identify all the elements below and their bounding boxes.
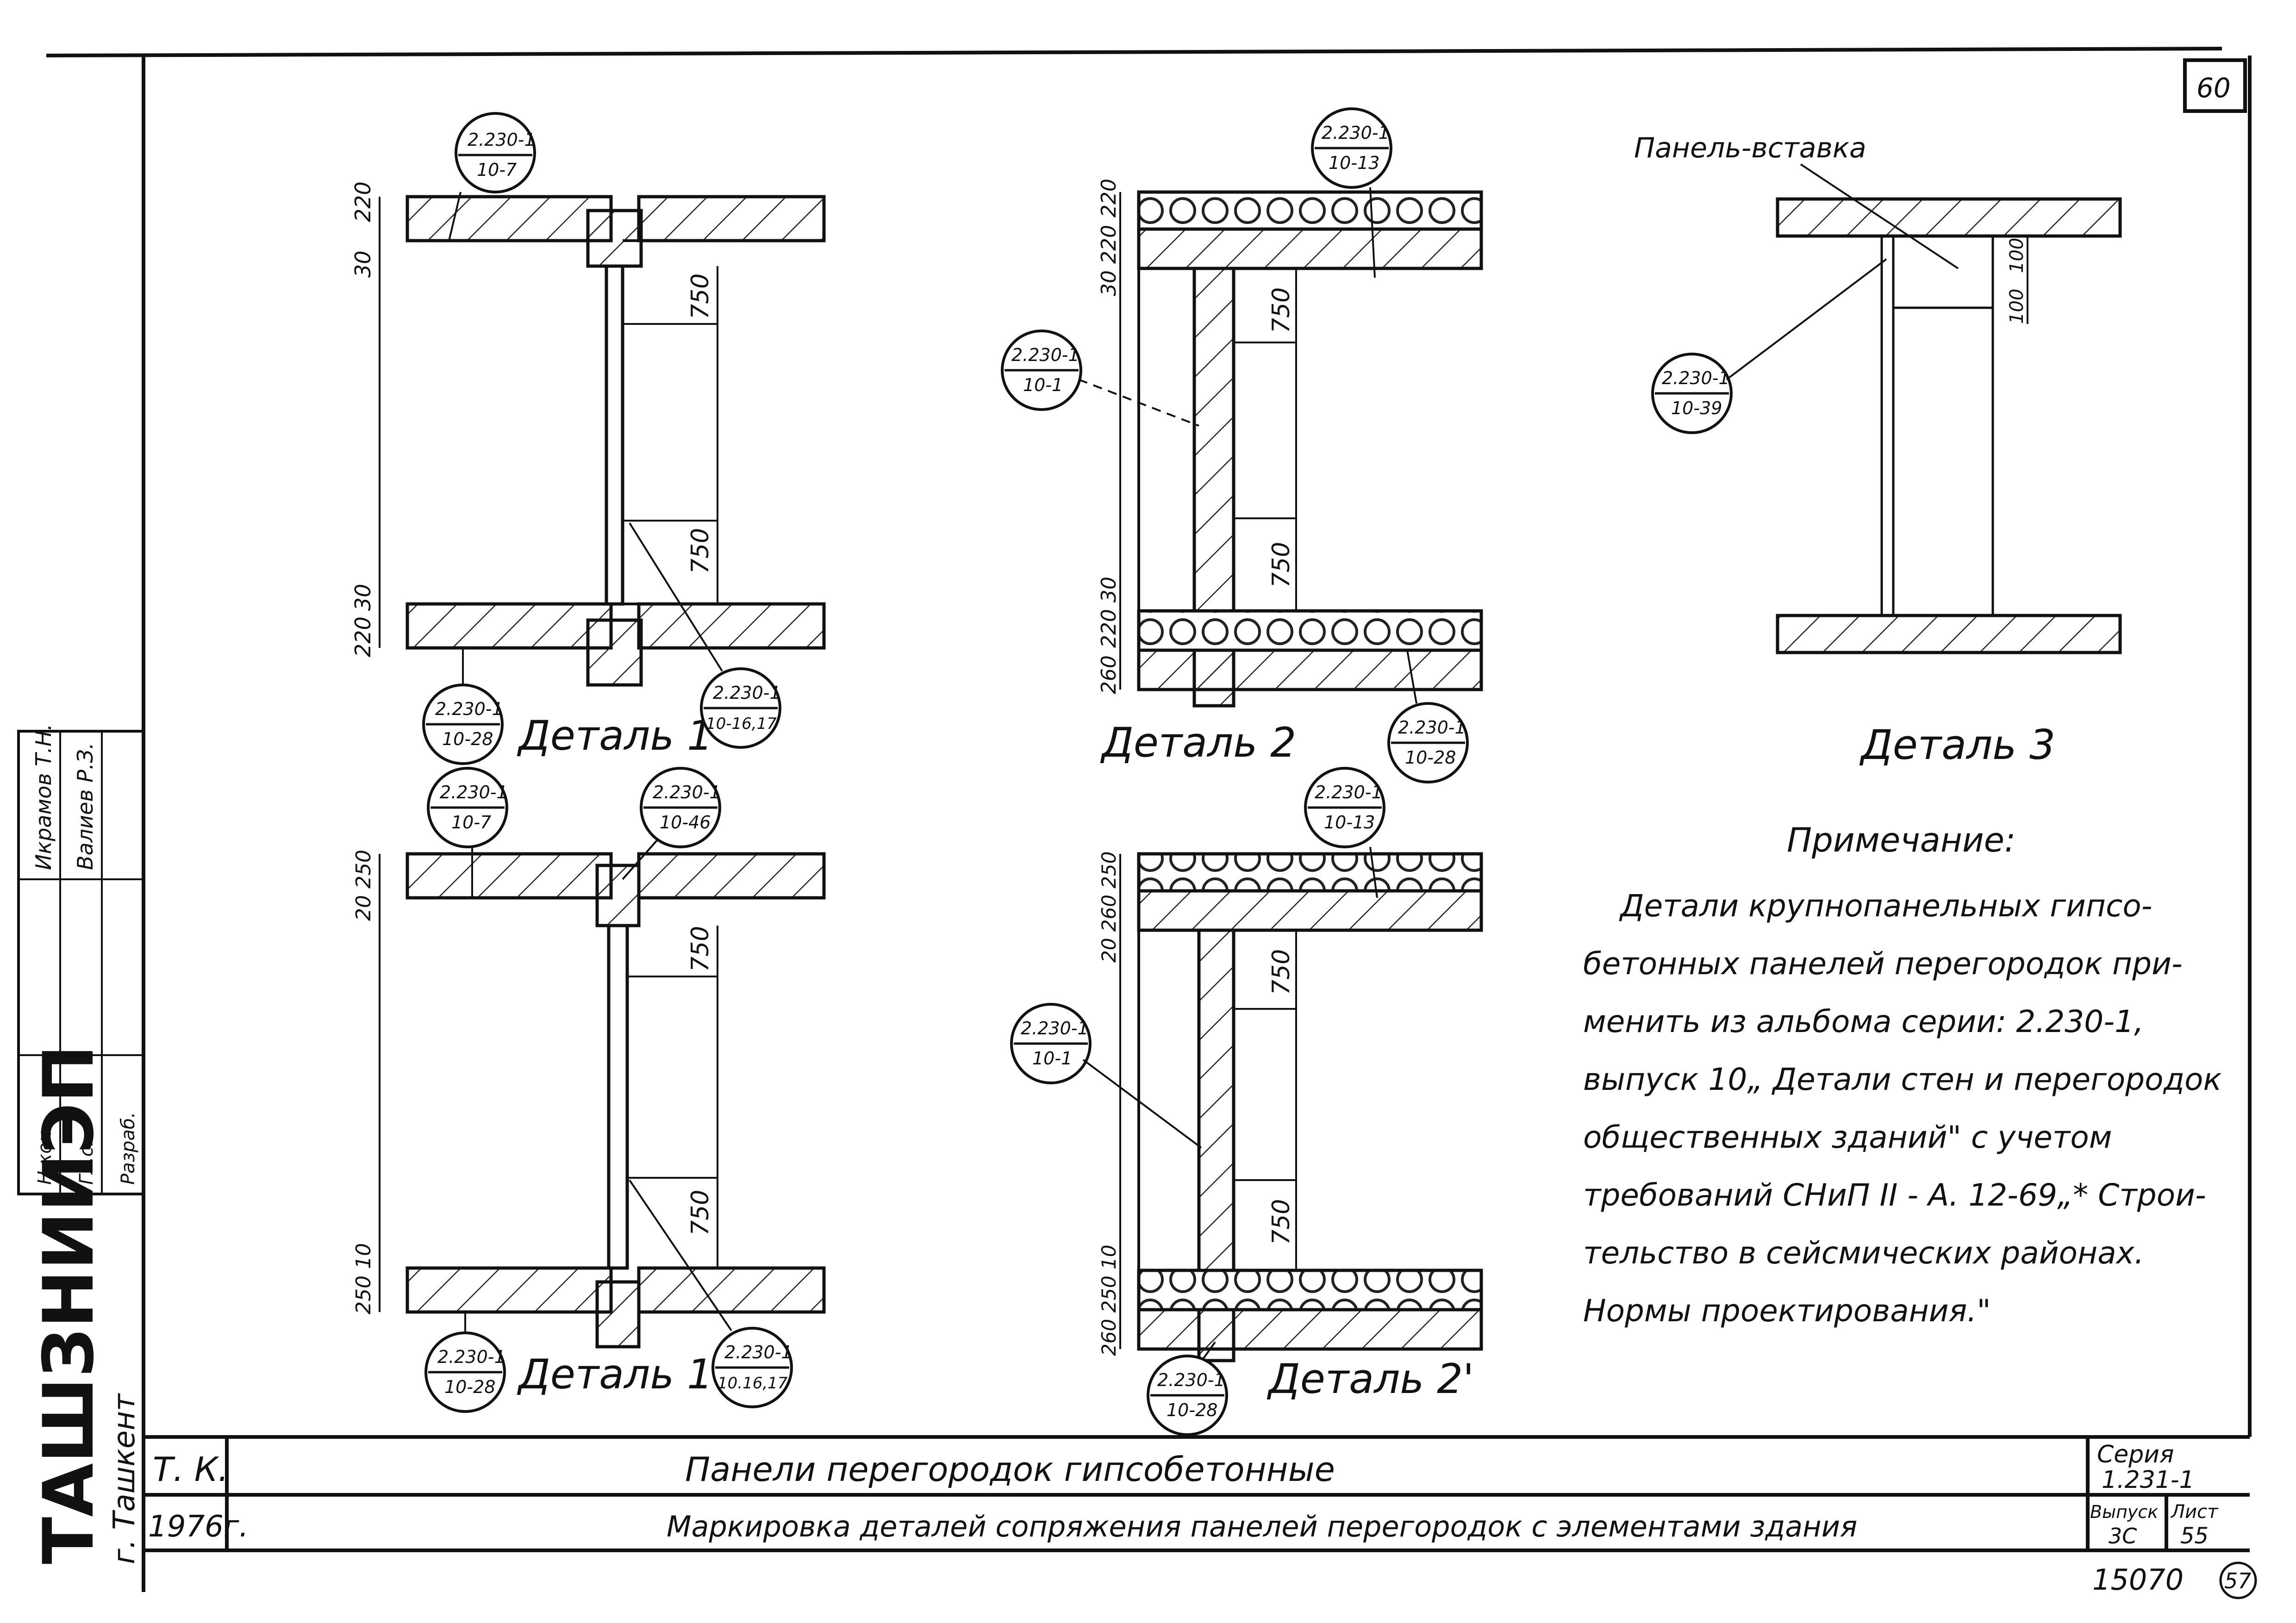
side-stamp-row-1-role: Н.кон.: [34, 1125, 56, 1185]
inventory-number: 15070: [2092, 1563, 2184, 1597]
detail-2-dim-top-b: 30 220: [1097, 225, 1121, 296]
detail-1-dim-bot-b: 220: [350, 616, 375, 657]
note-line-1: Детали крупнопанельных гипсо-: [1619, 888, 2152, 924]
detail-2-ref-left-line2: 10-1: [1023, 375, 1063, 395]
detail-1-prime-ref-bl-line2: 10-28: [444, 1377, 495, 1397]
detail-3-dim-b: 100: [2006, 289, 2028, 324]
detail-2-ref-top-line1: 2.230-1: [1322, 123, 1390, 143]
detail-2-ref-top-line2: 10-13: [1329, 153, 1379, 173]
title-block-code: Т. К.: [153, 1450, 229, 1489]
detail-2-prime-ref-left-line2: 10-1: [1032, 1048, 1072, 1069]
detail-1-prime-ref-top2-line2: 10-46: [660, 812, 711, 833]
sheet-number-corner: 60: [2196, 72, 2231, 104]
detail-1-ref-top-line1: 2.230-1: [468, 130, 536, 150]
detail-1-dim-750-a: 750: [686, 274, 714, 319]
page-number-circled: 57: [2224, 1568, 2252, 1593]
detail-1-prime-ref-br-line2: 10.16,17: [718, 1374, 788, 1393]
detail-1-ref-bl-line2: 10-28: [442, 729, 493, 749]
detail-1-prime-ref-br-line1: 2.230-1: [724, 1342, 792, 1362]
note-line-2: бетонных панелей перегородок при-: [1583, 946, 2183, 982]
detail-2-prime-dim-bot: 260 250 10: [1098, 1245, 1120, 1356]
side-stamp-row-3-role: Разраб.: [118, 1112, 139, 1185]
detail-1-prime-ref-top-line2: 10-7: [451, 812, 491, 833]
side-stamp-row-2-role: Гл.с.: [76, 1141, 97, 1185]
detail-2-label: Деталь 2: [1100, 719, 1296, 766]
detail-3-ref-left-line1: 2.230-1: [1662, 368, 1730, 388]
page-number-circle: [2219, 1561, 2257, 1599]
note-line-7: тельство в сейсмических районах.: [1583, 1235, 2144, 1271]
title-block-year: 1976г.: [148, 1510, 249, 1544]
note-heading: Примечание:: [1787, 821, 2015, 859]
side-stamp-row-2-name: Валиев Р.З.: [73, 742, 98, 870]
note-line-8: Нормы проектирования.": [1583, 1293, 1991, 1329]
detail-1-ref-br-line2: 10-16,17: [706, 715, 777, 733]
detail-2-prime-dim-750-a: 750: [1267, 949, 1295, 995]
detail-2-prime-dim-top: 20 260 250: [1098, 852, 1120, 963]
detail-1-dim-bot-a: 30: [350, 584, 375, 611]
detail-2-prime-ref-left-line1: 2.230-1: [1021, 1018, 1089, 1038]
side-stamp: [17, 730, 145, 1195]
title-block-sheet-value: 55: [2180, 1523, 2209, 1549]
detail-3-insert-label: Панель-вставка: [1634, 132, 1866, 164]
detail-1-prime: [379, 852, 826, 1349]
detail-1-prime-dim-top: 20 250: [352, 850, 375, 921]
note-line-3: менить из альбома серии: 2.230-1,: [1583, 1004, 2144, 1039]
detail-2-dim-bot-b: 260: [1097, 655, 1121, 694]
detail-2-dim-bot-a: 220 30: [1097, 577, 1121, 648]
detail-1-dim-750-b: 750: [686, 528, 714, 574]
detail-3: [1776, 197, 2122, 654]
detail-2-prime-ref-top-line2: 10-13: [1324, 812, 1375, 833]
detail-1: [379, 195, 826, 687]
detail-1-prime-label: Деталь 1': [517, 1350, 724, 1398]
detail-1-label: Деталь 1: [517, 712, 713, 759]
detail-2-prime-ref-bot-line1: 2.230-1: [1157, 1370, 1225, 1390]
detail-2-dim-750-a: 750: [1267, 287, 1295, 333]
detail-2-prime-ref-top-line1: 2.230-1: [1315, 782, 1383, 802]
detail-2-ref-br-line1: 2.230-1: [1398, 717, 1466, 738]
detail-2-prime-dim-750-b: 750: [1267, 1199, 1295, 1245]
side-stamp-row-1-name: Икрамов Т.Н.: [31, 724, 56, 870]
detail-1-ref-bl-line1: 2.230-1: [435, 699, 503, 719]
side-stamp-city: г. Ташкент: [107, 1393, 142, 1564]
title-block-series-label: Серия: [2097, 1441, 2174, 1468]
detail-3-ref-left-line2: 10-39: [1671, 398, 1722, 418]
detail-2-dim-top-a: 220: [1097, 179, 1121, 218]
detail-3-dim-a: 100: [2006, 238, 2028, 273]
title-block-issue-value: 3С: [2109, 1524, 2137, 1548]
detail-2-prime-ref-bot-line2: 10-28: [1167, 1400, 1217, 1420]
note-line-5: общественных зданий" с учетом: [1583, 1119, 2112, 1155]
detail-1-prime-dim-750-b: 750: [686, 1190, 714, 1236]
detail-3-label: Деталь 3: [1859, 721, 2055, 769]
detail-2-prime: [1119, 852, 1483, 1362]
detail-2-prime-label: Деталь 2': [1267, 1355, 1474, 1403]
detail-2-ref-br-line2: 10-28: [1405, 747, 1456, 768]
side-stamp-org: ТАШЗНИИЭП: [29, 1045, 109, 1564]
detail-1-prime-ref-bl-line1: 2.230-1: [437, 1347, 505, 1367]
detail-2-dim-750-b: 750: [1267, 542, 1295, 588]
detail-1-ref-top-line2: 10-7: [477, 160, 517, 180]
detail-1-prime-dim-bot: 250 10: [352, 1243, 375, 1314]
detail-1-prime-ref-top-line1: 2.230-1: [440, 782, 508, 802]
detail-1-dim-top-a: 220: [350, 181, 375, 222]
title-block-issue-label: Выпуск: [2090, 1502, 2158, 1522]
detail-1-prime-ref-top2-line1: 2.230-1: [653, 782, 721, 802]
title-block-series-value: 1.231-1: [2102, 1466, 2195, 1494]
detail-1-ref-top-bubble: [455, 112, 536, 193]
note-line-4: выпуск 10„ Детали стен и перегородок: [1583, 1062, 2222, 1097]
detail-2-ref-left-line1: 2.230-1: [1011, 345, 1079, 365]
note-line-6: требований СНиП II - А. 12-69„* Строи-: [1583, 1177, 2206, 1213]
detail-2: [1119, 190, 1483, 708]
sheet-frame: [46, 47, 2252, 1592]
detail-1-ref-br-line1: 2.230-1: [713, 683, 781, 703]
detail-1-dim-top-b: 30: [350, 250, 375, 278]
detail-1-prime-dim-750-a: 750: [686, 926, 714, 972]
title-block-main: Панели перегородок гипсобетонные: [685, 1450, 1335, 1489]
title-block-sub: Маркировка деталей сопряжения панелей пе…: [667, 1510, 1857, 1543]
title-block-sheet-label: Лист: [2170, 1501, 2219, 1523]
